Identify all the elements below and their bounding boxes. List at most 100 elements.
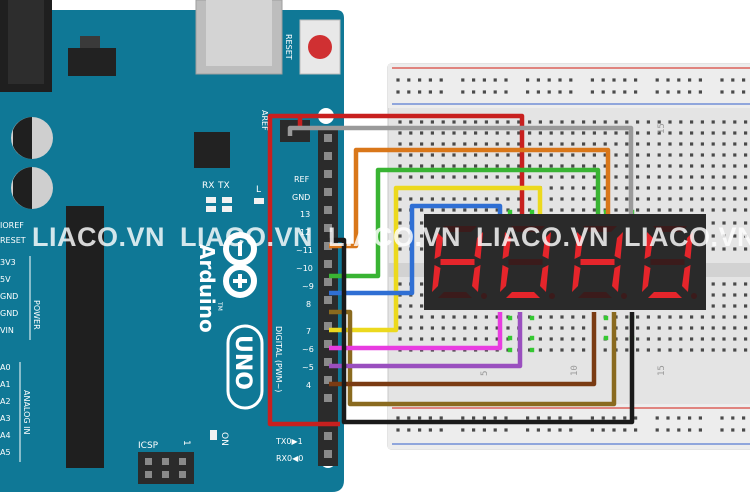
grid-hole: [668, 208, 672, 212]
grid-hole: [409, 153, 413, 157]
rail-hole: [742, 78, 746, 82]
grid-hole: [441, 208, 445, 212]
grid-hole: [398, 131, 402, 135]
wire-blue: [329, 203, 503, 296]
grid-hole: [582, 337, 586, 341]
grid-hole: [549, 164, 553, 168]
grid-hole: [430, 164, 434, 168]
grid-hole: [538, 131, 542, 135]
grid-hole: [733, 120, 737, 124]
grid-hole: [571, 164, 575, 168]
grid-hole: [420, 304, 424, 308]
grid-hole: [690, 337, 694, 341]
column-mark-top: 15: [657, 123, 667, 134]
grid-hole: [409, 131, 413, 135]
grid-hole: [398, 315, 402, 319]
grid-hole: [625, 164, 629, 168]
digit-3-segment-d: [648, 292, 682, 298]
grid-hole: [528, 142, 532, 146]
grid-hole: [528, 164, 532, 168]
grid-hole: [420, 221, 424, 225]
grid-hole: [517, 131, 521, 135]
seven-segment-display: H U H U: [424, 214, 706, 310]
grid-hole: [614, 208, 618, 212]
grid-hole: [700, 315, 704, 319]
grid-hole: [538, 337, 542, 341]
connected-hole: [529, 315, 535, 321]
grid-hole: [463, 337, 467, 341]
uno-badge: [226, 324, 264, 410]
wire-gray: [287, 125, 634, 216]
rail-hole: [461, 428, 465, 432]
grid-hole: [592, 120, 596, 124]
grid-hole: [420, 197, 424, 201]
grid-hole: [711, 315, 715, 319]
grid-hole: [484, 197, 488, 201]
rail-hole: [428, 78, 432, 82]
grid-hole: [700, 337, 704, 341]
grid-hole: [636, 164, 640, 168]
grid-hole: [549, 142, 553, 146]
grid-hole: [571, 348, 575, 352]
analog-pin-5: A5: [0, 448, 11, 457]
rail-hole: [677, 78, 681, 82]
grid-hole: [744, 234, 748, 238]
rail-hole: [569, 428, 573, 432]
grid-hole: [711, 153, 715, 157]
digit-0-segment-g: [440, 259, 475, 265]
wire-green: [329, 167, 601, 279]
rail-hole: [623, 90, 627, 94]
rail-hole: [558, 90, 562, 94]
grid-hole: [398, 221, 402, 225]
grid-hole: [538, 142, 542, 146]
grid-hole: [560, 131, 564, 135]
rail-hole: [666, 428, 670, 432]
grid-hole: [474, 153, 478, 157]
grid-hole: [646, 175, 650, 179]
grid-hole: [484, 131, 488, 135]
digit-2-segment-d: [578, 292, 612, 298]
digital-pins: [283, 125, 332, 458]
digital-group-label: DIGITAL (PWM~): [274, 326, 283, 392]
grid-hole: [700, 348, 704, 352]
grid-hole: [495, 315, 499, 319]
grid-hole: [668, 142, 672, 146]
rail-hole: [428, 416, 432, 420]
rail-hole: [720, 428, 724, 432]
wire-purple: [329, 312, 523, 369]
grid-hole: [646, 142, 650, 146]
grid-hole: [430, 326, 434, 330]
reset-button[interactable]: [308, 35, 332, 59]
grid-hole: [409, 304, 413, 308]
digit-3-segment-a: [653, 226, 687, 232]
digit-2-decimal-point: [621, 293, 627, 299]
grid-hole: [744, 142, 748, 146]
grid-hole: [722, 337, 726, 341]
grid-hole: [668, 348, 672, 352]
grid-hole: [430, 142, 434, 146]
grid-hole: [452, 120, 456, 124]
rail-hole: [526, 78, 530, 82]
rail-hole: [472, 416, 476, 420]
header-pin: [324, 206, 332, 214]
grid-hole: [474, 197, 478, 201]
grid-hole: [538, 326, 542, 330]
atmega-microcontroller: [66, 206, 104, 468]
grid-hole: [592, 186, 596, 190]
grid-hole: [744, 164, 748, 168]
grid-hole: [452, 153, 456, 157]
rail-hole: [612, 416, 616, 420]
grid-hole: [722, 120, 726, 124]
analog-pin-3: A3: [0, 414, 11, 423]
grid-hole: [711, 142, 715, 146]
grid-hole: [571, 175, 575, 179]
grid-hole: [495, 175, 499, 179]
uno-label: UNO: [230, 335, 255, 390]
grid-hole: [398, 337, 402, 341]
grid-hole: [495, 131, 499, 135]
power-pin-1: 5V: [0, 275, 11, 284]
watermark-3: LIACO.VN: [328, 222, 461, 252]
watermark-5: LIACO.VN: [624, 222, 750, 252]
connected-hole: [529, 209, 535, 215]
grid-hole: [625, 208, 629, 212]
